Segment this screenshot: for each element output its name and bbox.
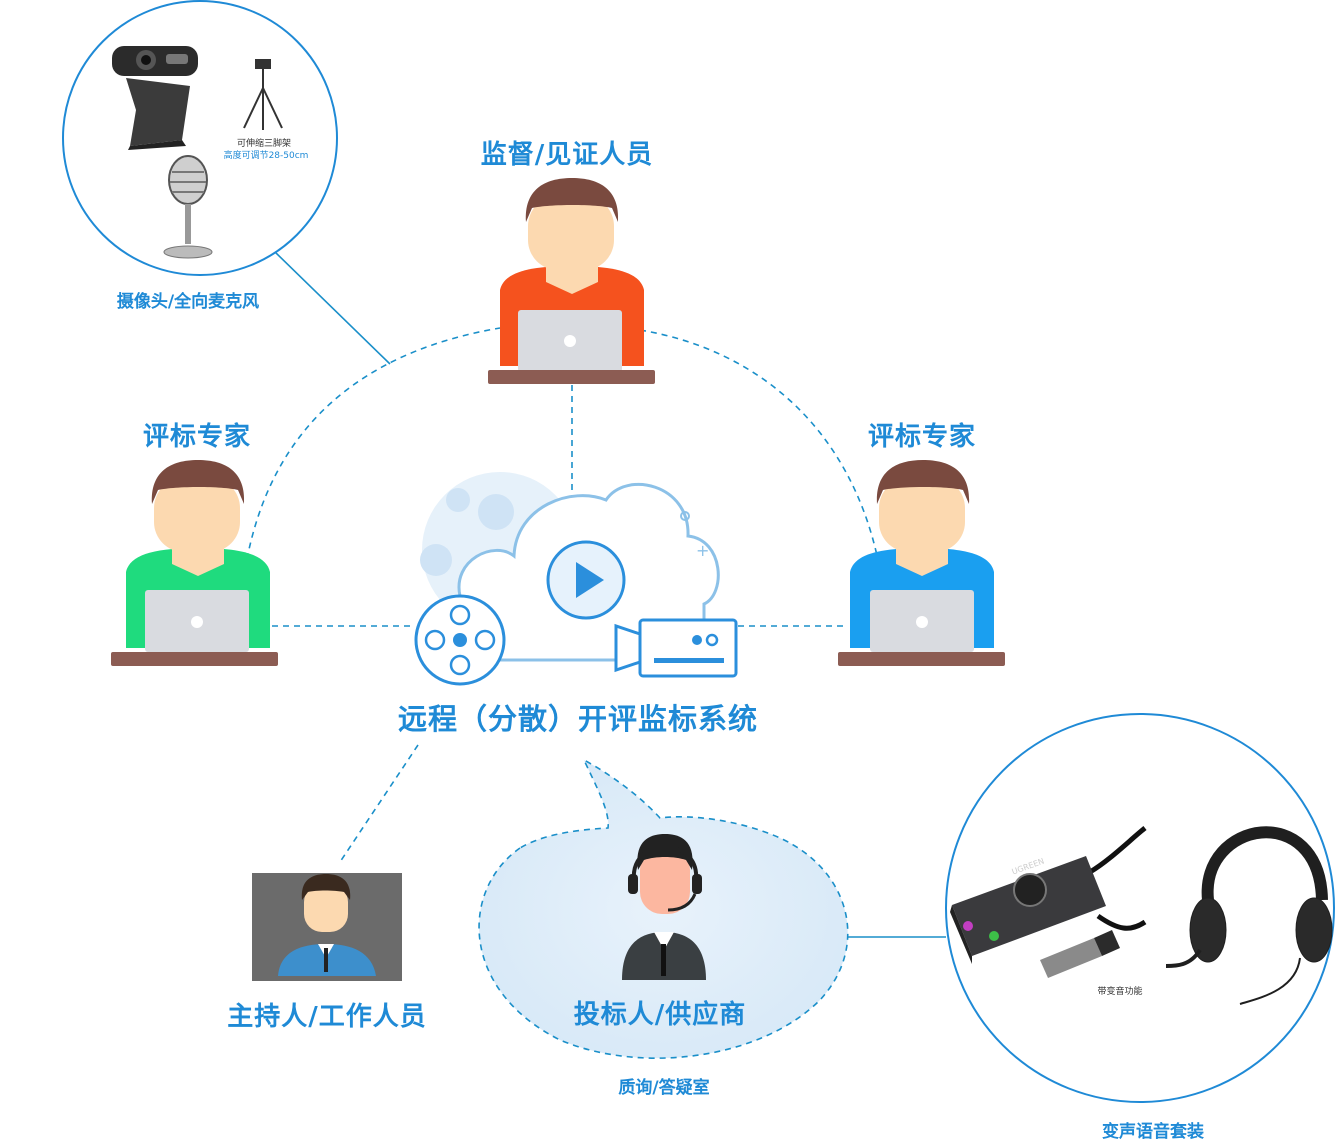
video-camera-icon	[614, 618, 738, 678]
inquiry-room-bubble	[478, 758, 849, 1059]
arc-connector	[244, 327, 501, 571]
connector-lines	[244, 251, 946, 938]
voice-kit-circle	[945, 713, 1335, 1103]
expert-right-label: 评标专家	[867, 422, 977, 452]
tripod-height-caption: 高度可调节28-50cm	[223, 151, 309, 161]
film-reel-icon	[414, 594, 506, 686]
tripod-name-caption: 可伸缩三脚架	[236, 139, 292, 149]
system-title: 远程（分散）开评监标系统	[397, 702, 759, 736]
supervisor-figure	[488, 178, 655, 384]
camera-kit-label: 摄像头/全向麦克风	[116, 292, 260, 312]
arc-connector-right	[639, 329, 879, 561]
cloud-system-icon: +	[414, 472, 738, 686]
expert-left-figure	[111, 460, 278, 666]
link-host-cloud	[339, 744, 419, 863]
headset-icon	[1165, 826, 1333, 1005]
voice-feature-caption: 带变音功能	[1097, 987, 1143, 997]
camera-kit-circle	[62, 0, 338, 276]
voice-kit-label: 变声语音套装	[1102, 1122, 1204, 1142]
expert-right-figure	[838, 460, 1005, 666]
link-camera-kit	[274, 251, 391, 365]
sound-card-icon	[950, 826, 1147, 978]
host-figure	[252, 873, 402, 981]
expert-left-label: 评标专家	[142, 422, 252, 452]
bidder-label: 投标人/供应商	[573, 1000, 747, 1030]
svg-text:+: +	[696, 541, 709, 560]
webcam-icon	[112, 46, 198, 150]
inquiry-room-label: 质询/答疑室	[618, 1078, 710, 1098]
bidder-headset-figure	[622, 834, 706, 980]
microphone-icon	[163, 155, 213, 259]
supervisor-label: 监督/见证人员	[480, 140, 654, 170]
tripod-icon	[243, 59, 283, 130]
host-label: 主持人/工作人员	[227, 1002, 427, 1032]
